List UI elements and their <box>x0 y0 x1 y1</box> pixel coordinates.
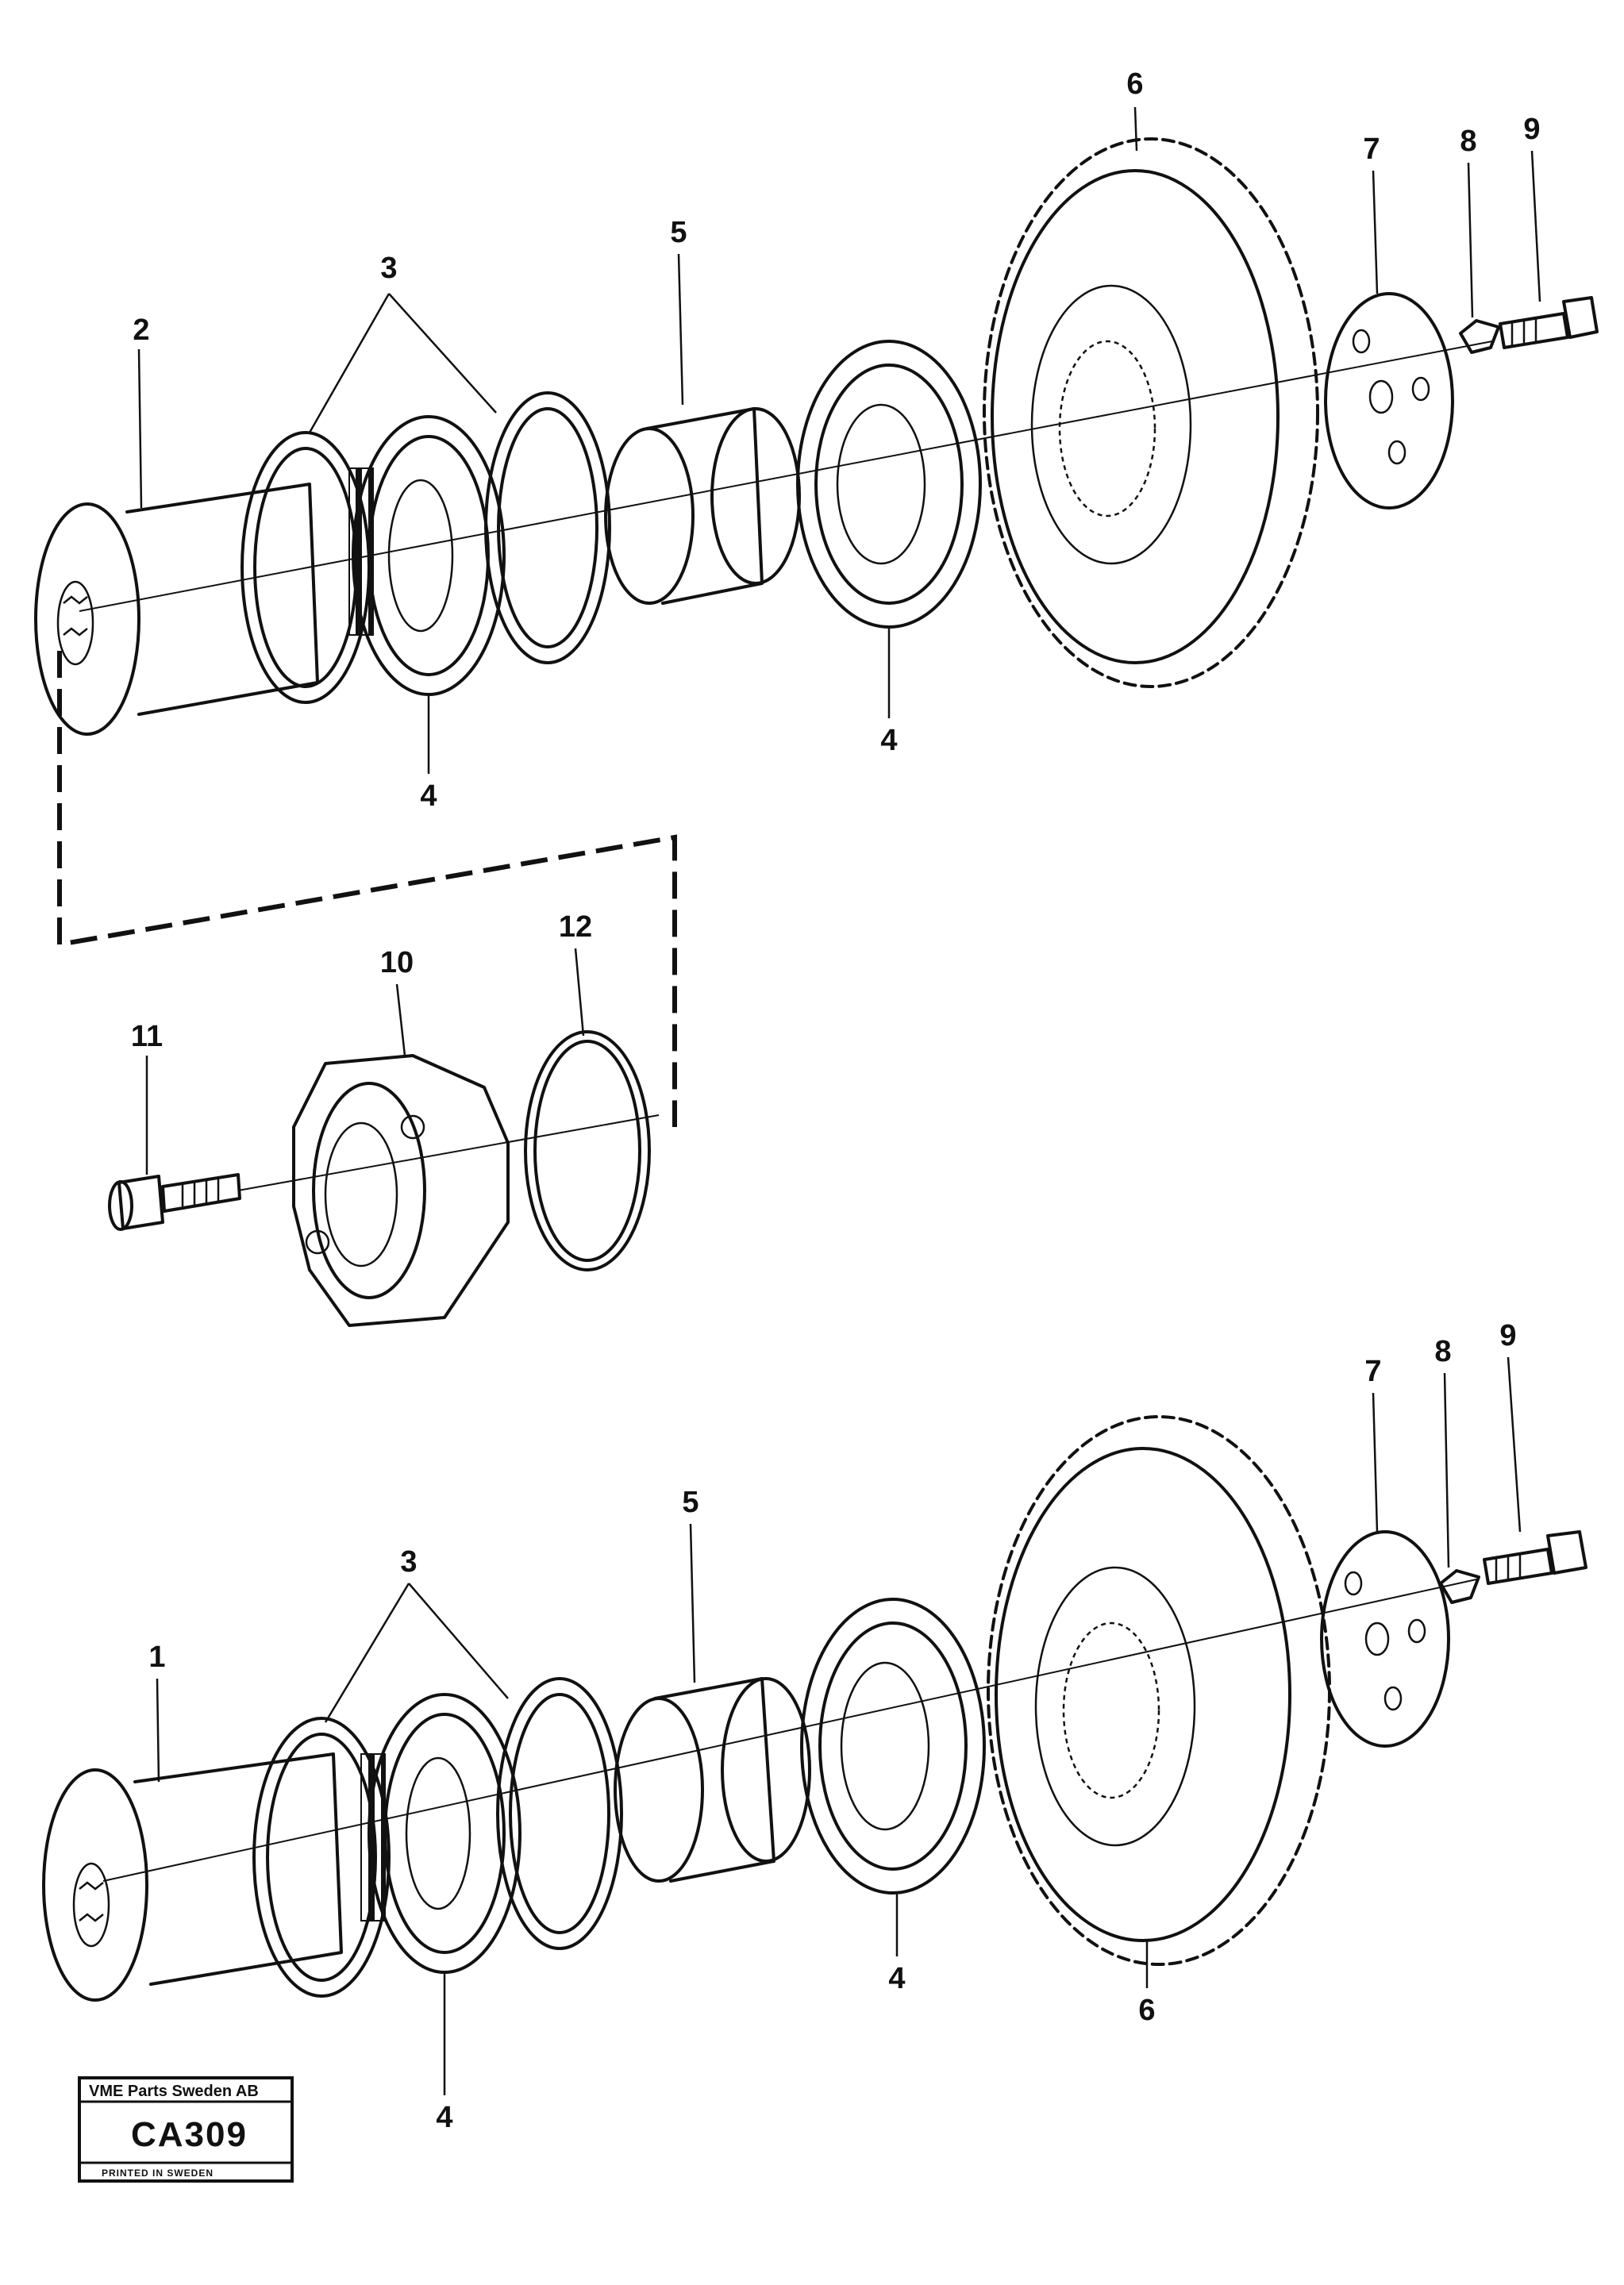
lower-part-3-circlip-right <box>496 1677 623 1950</box>
upper-part-3-circlip-right <box>484 391 611 664</box>
callout-9-lower: 9 <box>1499 1319 1516 1352</box>
middle-leaders <box>145 948 585 1175</box>
lower-part-4-bearing-right <box>800 1598 986 1895</box>
callout-3-upper: 3 <box>380 252 397 285</box>
upper-part-4-bearing-right <box>796 340 982 629</box>
upper-part-2-shaft-sleeve <box>34 483 319 736</box>
upper-part-5-spacer <box>604 407 801 605</box>
upper-part-8-lock-plate <box>1459 319 1500 354</box>
upper-part-6-gear <box>983 137 1319 688</box>
callout-3-lower: 3 <box>400 1545 417 1579</box>
lower-part-1-shaft-sleeve <box>42 1752 343 2002</box>
upper-part-4-bearing-left <box>348 415 506 696</box>
callout-1: 1 <box>148 1641 165 1674</box>
lower-assembly <box>42 1415 1587 2002</box>
lower-leaders <box>156 1356 1522 2095</box>
callout-4-upper-left: 4 <box>420 779 437 813</box>
callout-7-lower: 7 <box>1364 1355 1381 1388</box>
callout-11: 11 <box>131 1020 163 1053</box>
callout-9-upper: 9 <box>1523 113 1540 146</box>
upper-leaders <box>137 106 1541 774</box>
lower-part-6-gear <box>987 1415 1331 1966</box>
upper-part-9-bolt <box>1499 296 1599 349</box>
upper-assembly <box>34 137 1599 736</box>
middle-assembly <box>108 1030 660 1327</box>
stamp-printed: PRINTED IN SWEDEN <box>102 2168 214 2179</box>
parts-stamp: VME Parts Sweden AB CA309 PRINTED IN SWE… <box>78 2076 294 2183</box>
callout-8-upper: 8 <box>1460 125 1476 158</box>
callout-4-lower-left: 4 <box>436 2101 452 2134</box>
callout-8-lower: 8 <box>1434 1335 1451 1368</box>
stamp-code: CA309 <box>131 2115 248 2154</box>
lower-part-9-bolt <box>1483 1530 1587 1585</box>
stamp-company: VME Parts Sweden AB <box>89 2083 259 2100</box>
callout-12: 12 <box>559 910 592 944</box>
callout-10: 10 <box>380 946 414 979</box>
callout-2: 2 <box>133 314 149 347</box>
callout-4-upper-right: 4 <box>880 724 897 757</box>
middle-axis-line <box>237 1114 660 1191</box>
part-12-o-ring <box>524 1030 651 1271</box>
callout-4-lower-right: 4 <box>888 1962 905 1995</box>
lower-axis-line <box>102 1579 1477 1882</box>
callout-6-upper: 6 <box>1126 67 1143 101</box>
lower-part-4-bearing-left <box>360 1693 521 1974</box>
lower-part-8-lock-plate <box>1439 1569 1480 1604</box>
middle-callouts: 11 10 12 <box>131 910 592 1053</box>
upper-callouts: 2 3 4 5 4 6 7 8 9 <box>133 67 1540 813</box>
lower-callouts: 1 3 4 5 4 6 7 8 9 <box>148 1319 1516 2134</box>
part-11-socket-screw <box>108 1173 241 1231</box>
upper-part-7-washer <box>1324 292 1454 510</box>
callout-5-lower: 5 <box>682 1486 698 1519</box>
callout-5-upper: 5 <box>670 216 687 249</box>
callout-6-lower: 6 <box>1138 1994 1155 2027</box>
upper-axis-line <box>79 340 1493 612</box>
dashed-connector <box>57 651 677 1127</box>
lower-part-5-spacer <box>614 1677 811 1883</box>
lower-part-7-washer <box>1320 1530 1450 1748</box>
part-10-hex-nut <box>292 1054 510 1327</box>
callout-7-upper: 7 <box>1363 133 1380 166</box>
